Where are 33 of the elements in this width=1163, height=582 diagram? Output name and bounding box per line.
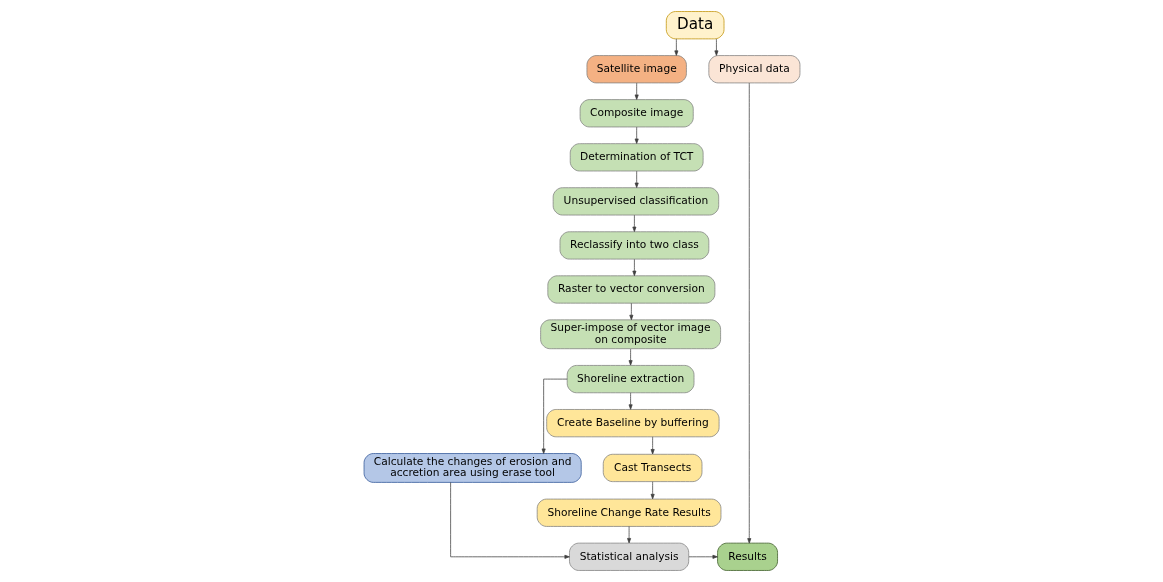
arrow <box>626 526 631 544</box>
arrow <box>650 436 655 455</box>
arrow <box>713 38 718 56</box>
arrow <box>628 392 633 410</box>
node-box: Statistical analysis <box>568 542 689 571</box>
node-box: Shoreline Change Rate Results <box>536 498 721 527</box>
arrow <box>746 82 751 544</box>
node-box: Calculate the changes of erosion and accretion area using erase tool <box>363 453 582 483</box>
node-box: Cast Transects <box>602 453 702 482</box>
node-box: Raster to vector conversion <box>546 275 715 304</box>
arrow <box>688 554 718 559</box>
node-box: Satellite image <box>586 55 687 84</box>
arrow <box>634 82 639 100</box>
arrow <box>449 482 570 559</box>
arrow <box>631 258 636 276</box>
arrow <box>541 378 568 454</box>
arrow <box>650 481 655 500</box>
node-box: Physical data <box>707 55 800 84</box>
node-box: Shoreline extraction <box>566 365 694 394</box>
node-box: Super-impose of vector image on composite <box>539 319 721 350</box>
arrow <box>631 214 636 232</box>
arrow <box>634 170 639 188</box>
arrow <box>673 38 678 56</box>
node-box: Data <box>665 11 724 40</box>
node-box: Results <box>716 542 778 571</box>
arrow <box>628 348 633 366</box>
node-box: Reclassify into two class <box>559 231 709 260</box>
node-box: Create Baseline by buffering <box>545 409 719 438</box>
node-box: Composite image <box>579 99 694 128</box>
node-box: Determination of TCT <box>569 143 703 172</box>
arrow <box>628 302 633 321</box>
arrow <box>634 126 639 144</box>
node-box: Unsupervised classification <box>552 187 719 216</box>
